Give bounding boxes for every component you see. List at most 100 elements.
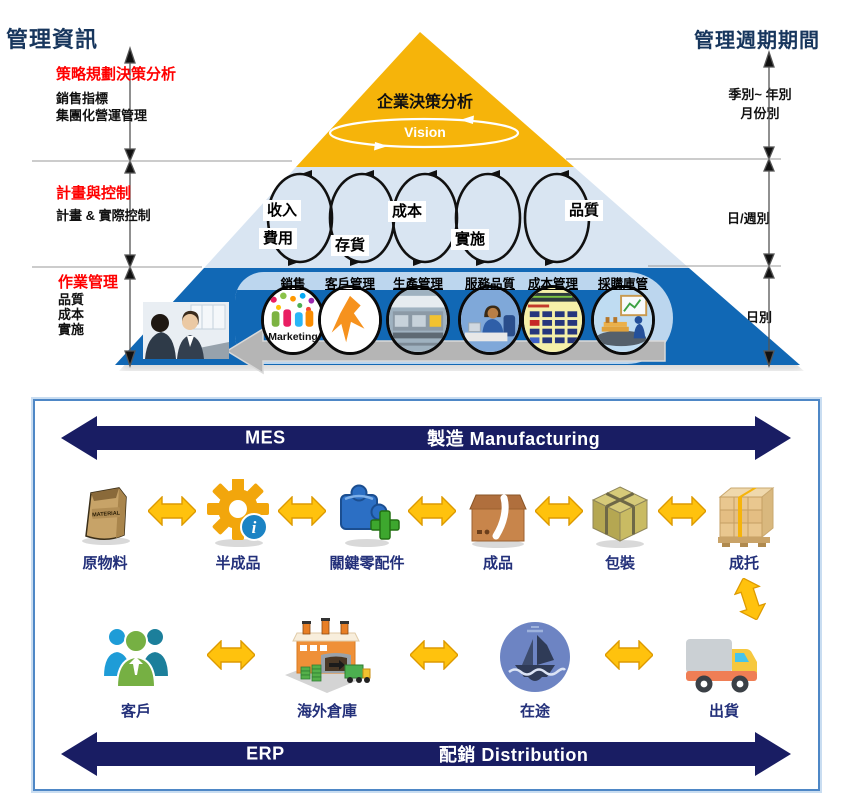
operations-line: 品質	[58, 292, 85, 307]
flow-arrow	[408, 496, 456, 526]
flow-arrow	[535, 496, 583, 526]
stage-finished-goods: 成品	[432, 471, 564, 573]
truck-icon	[686, 639, 757, 693]
stage-semi-finished: i 半成品	[172, 471, 304, 573]
port-image	[594, 288, 652, 352]
operations-title: 作業管理	[58, 274, 119, 291]
puzzle-plus-icon	[340, 484, 400, 547]
stage-raw-material: MATERIAL 原物料	[39, 471, 171, 573]
ops-menu-production[interactable]: 生產管理	[392, 277, 444, 291]
operations-line: 成本	[58, 307, 85, 322]
cycle-label-quality: 品質	[564, 200, 604, 221]
operations-line: 實施	[58, 322, 85, 337]
flow-arrow	[278, 496, 326, 526]
stage-label: 客戶	[120, 703, 151, 720]
stage-label: 成托	[728, 555, 759, 572]
marketing-image	[264, 288, 322, 352]
period-base: 日別	[746, 310, 773, 325]
cycle-label-inventory: 存貨	[330, 235, 370, 256]
stage-packaging: 包裝	[554, 471, 686, 573]
flow-arrow	[207, 640, 255, 670]
warehouse-icon	[285, 618, 371, 693]
flow-arrow	[410, 640, 458, 670]
stage-label: 關鍵零配件	[329, 555, 405, 572]
apex-title: 企業決策分析	[376, 94, 473, 111]
flow-arrow	[148, 496, 196, 526]
ops-circle-production	[386, 285, 450, 355]
stage-shipment: 出貨	[658, 611, 790, 721]
management-pyramid-diagram: 管理資訊 管理週期期間 策略規劃決策分析 銷售指標 集團化營運管理 計畫與控制 …	[0, 0, 843, 395]
operations-annotation: 作業管理 品質 成本 實施	[58, 271, 118, 337]
ops-circle-costmgmt	[521, 285, 585, 355]
right-axis-title: 管理週期期間	[694, 30, 820, 52]
svg-text:MATERIAL: MATERIAL	[92, 510, 121, 518]
ops-menu-sales[interactable]: 銷售	[280, 277, 306, 291]
cycle-label-cost: 成本	[387, 201, 427, 222]
calculator-image	[524, 288, 582, 352]
planning-line: 計畫 & 實際控制	[56, 208, 151, 223]
marketing-caption: Marketing	[268, 331, 318, 343]
ops-menu-service[interactable]: 服務品質	[464, 277, 516, 291]
stage-label: 半成品	[215, 555, 261, 572]
supply-chain-box: MES 製造 Manufacturing MATERIAL 原物料	[33, 399, 820, 791]
stage-palletized: 成托	[678, 471, 810, 573]
gear-info-icon: i	[207, 479, 269, 547]
stage-label: 海外倉庫	[296, 703, 357, 720]
package-cube-icon	[591, 486, 649, 548]
operator-image	[461, 288, 519, 352]
erp-arrow-shape	[61, 731, 791, 777]
strategy-line: 銷售指標	[56, 91, 109, 106]
planning-annotation: 計畫與控制 計畫 & 實際控制	[56, 182, 151, 224]
cycle-label-implement: 實施	[450, 229, 490, 250]
mes-process-label: 製造 Manufacturing	[427, 429, 601, 449]
erp-process-label: 配銷 Distribution	[438, 745, 589, 765]
stage-label: 包裝	[604, 555, 635, 572]
stage-label: 出貨	[708, 703, 739, 720]
pyramid: 企業決策分析 Vision 收入 費用 存貨 成本 實施	[115, 32, 800, 375]
carton-box-icon	[469, 494, 527, 548]
period-mid: 日/週別	[727, 211, 770, 226]
factory-image	[389, 288, 447, 352]
measurement-lines	[32, 45, 781, 369]
flow-arrow	[605, 640, 653, 670]
pallet-icon	[718, 486, 775, 547]
cycle-label-income: 收入	[262, 200, 302, 221]
period-top-line: 季別~ 年別	[728, 87, 792, 102]
stage-label: 成品	[482, 555, 513, 572]
mes-bar: MES 製造 Manufacturing	[61, 415, 791, 461]
cycle-label-expense: 費用	[258, 228, 298, 249]
flow-arrow	[658, 496, 706, 526]
ship-icon	[500, 622, 570, 692]
left-axis-title: 管理資訊	[6, 27, 99, 52]
erp-system-label: ERP	[246, 743, 285, 764]
svg-text:i: i	[252, 518, 257, 537]
ops-circle-service	[458, 285, 522, 355]
ops-circle-crm	[318, 285, 382, 355]
vision-loop	[328, 115, 520, 151]
stage-label: 在途	[519, 703, 550, 720]
planning-title: 計畫與控制	[56, 185, 132, 202]
ops-menu-crm[interactable]: 客戶管理	[324, 277, 376, 291]
customers-icon	[101, 627, 171, 688]
strategy-title: 策略規劃決策分析	[56, 66, 177, 83]
vision-label: Vision	[404, 124, 446, 140]
stage-customers: 客戶	[70, 611, 202, 721]
ops-circle-marketing: Marketing	[261, 285, 325, 355]
stage-key-components: 關鍵零配件	[301, 471, 433, 573]
business-meeting-photo	[143, 302, 229, 359]
stage-in-transit: 在途	[469, 611, 601, 721]
period-top: 季別~ 年別 月份別	[695, 84, 825, 122]
strategy-annotation: 策略規劃決策分析 銷售指標 集團化營運管理	[56, 63, 176, 124]
strategy-line: 集團化營運管理	[56, 108, 148, 123]
dancer-image	[321, 288, 379, 352]
stage-overseas-warehouse: 海外倉庫	[261, 611, 393, 721]
ops-menu-costmgmt[interactable]: 成本管理	[527, 277, 579, 291]
ops-menu-purchasing[interactable]: 採購庫管	[597, 277, 649, 291]
material-bag-icon: MATERIAL	[82, 487, 130, 545]
ops-circle-purchasing	[591, 285, 655, 355]
period-top-line: 月份別	[740, 106, 780, 121]
erp-bar: ERP 配銷 Distribution	[61, 731, 791, 777]
stage-label: 原物料	[82, 555, 128, 572]
mes-arrow-shape	[61, 415, 791, 461]
mes-system-label: MES	[245, 427, 286, 448]
